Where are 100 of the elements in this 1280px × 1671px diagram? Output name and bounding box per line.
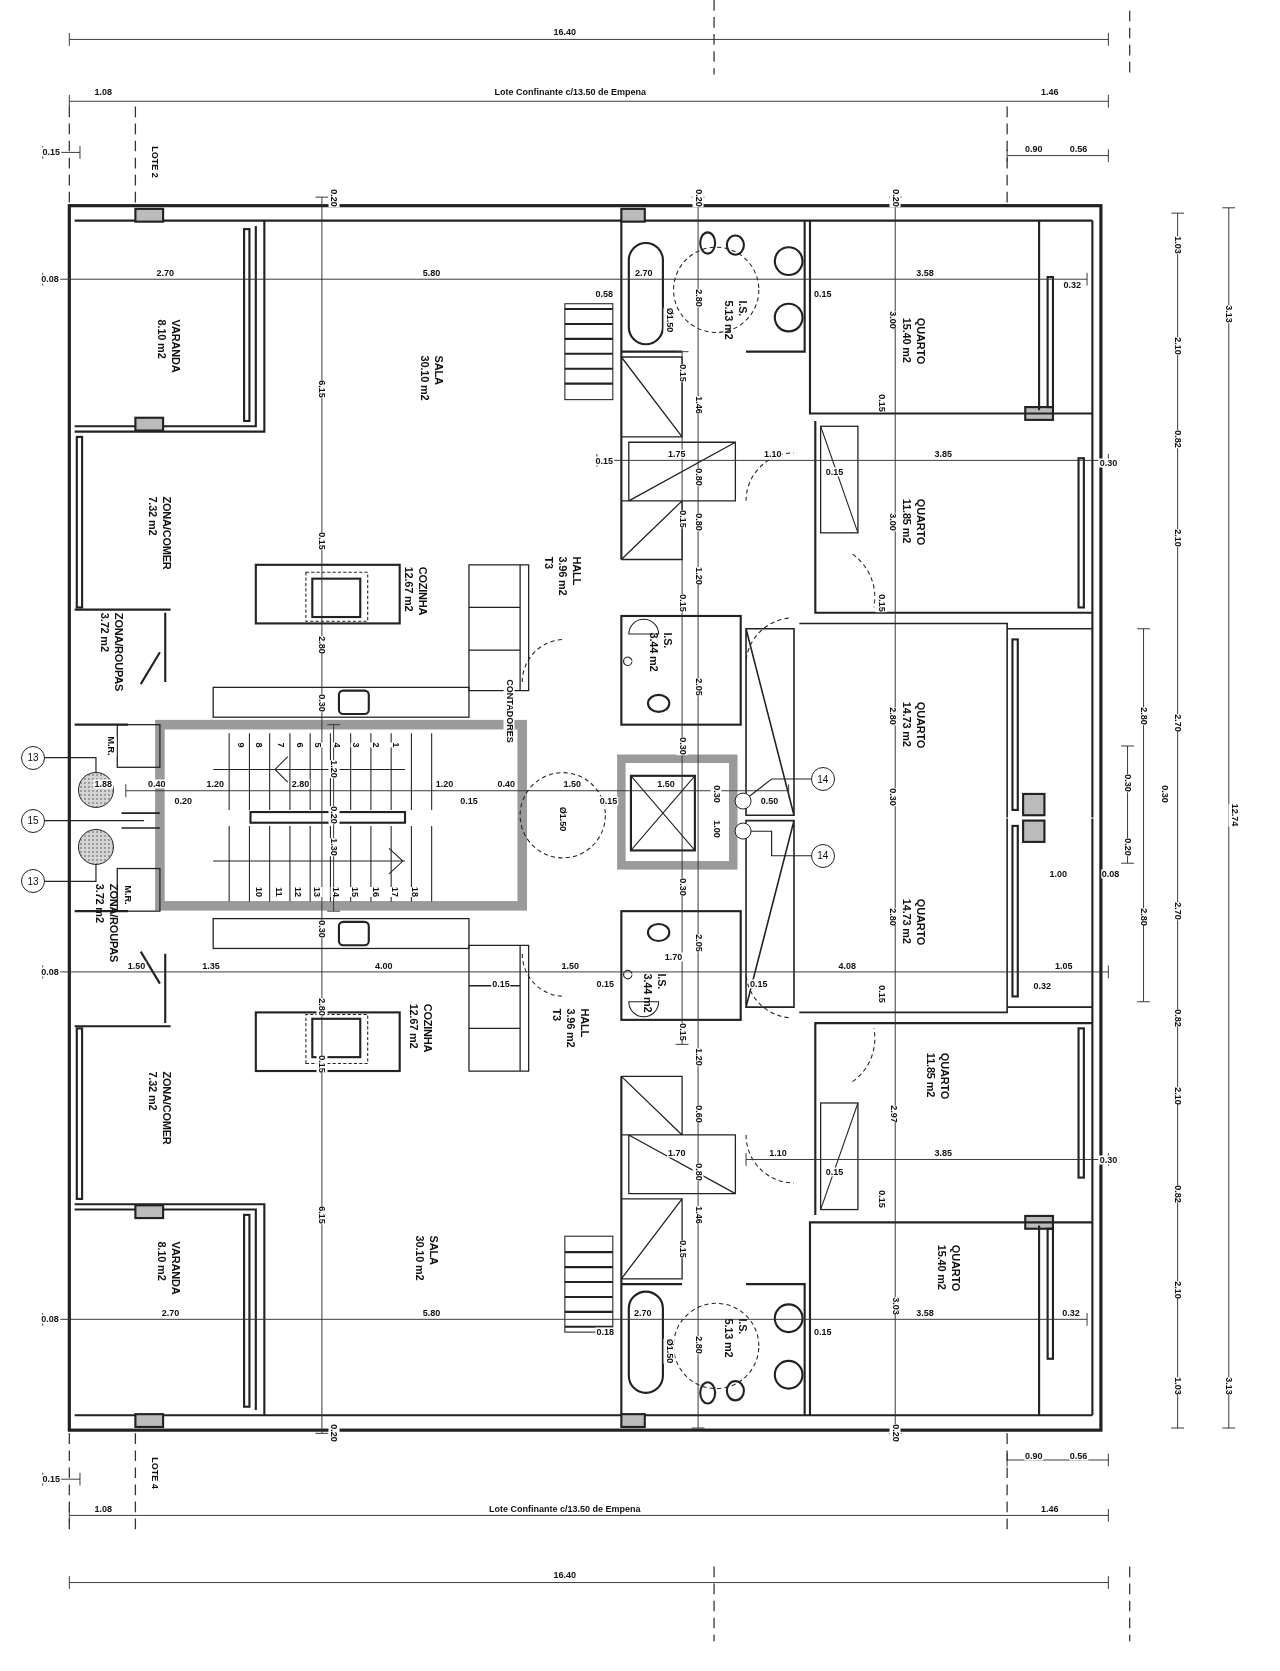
room-label: 7.32 m2: [147, 496, 159, 538]
dimension-label: 1.70: [667, 1148, 687, 1158]
room-label: I.S.: [736, 300, 748, 318]
room-label: 7.32 m2: [147, 1071, 159, 1113]
leader-line: [749, 830, 812, 857]
dimension-label: 0.58: [594, 289, 615, 299]
room-label: I.S.: [655, 973, 667, 992]
dimension-label: 13: [311, 887, 323, 898]
room-label: HALL: [578, 1009, 590, 1040]
tank-symbol: [77, 771, 114, 808]
dimension-label: 1.50: [562, 779, 583, 789]
dimension-label: 2.10: [1172, 337, 1184, 356]
dimension-label: 3.85: [933, 449, 953, 459]
room-label: 12.67 m2: [408, 1004, 420, 1051]
room-label: ZONA/ROUPAS: [113, 613, 125, 692]
dimension-label: M.R.: [122, 885, 134, 905]
room-label: 15.40 m2: [900, 317, 912, 365]
dimension-label: 0.15: [316, 532, 328, 551]
room-label: SALA: [427, 1235, 439, 1267]
dimension-label: 8: [253, 742, 265, 748]
dimension-label: 2.80: [1138, 907, 1150, 926]
room-label: I.S.: [662, 632, 674, 651]
room-label: 3.96 m2: [564, 1009, 576, 1048]
dimension-label: 2.70: [633, 268, 654, 278]
dimension-label: 0.40: [146, 779, 167, 789]
dimension-label: 1.88: [93, 779, 114, 789]
dimension-label: 2: [369, 742, 381, 748]
dimension-label: 1.50: [126, 961, 147, 971]
dimension-label: 0.15: [749, 979, 769, 989]
room-label: ZONA/COMER: [161, 496, 173, 570]
room-label: VARANDA: [169, 1241, 181, 1295]
dimension-label: 6.15: [316, 1206, 328, 1224]
dimension-label: 2.10: [1172, 529, 1184, 547]
dimension-label: 3.58: [915, 1308, 935, 1318]
tank-symbol: [77, 829, 114, 866]
dimension-label: 0.20: [692, 189, 704, 207]
dimension-label: 0.30: [316, 694, 328, 713]
dimension-label: 0.20: [1122, 838, 1134, 857]
room-label: 30.10 m2: [419, 355, 431, 401]
dimension-label: 0.20: [173, 796, 194, 806]
dimension-label: CONTADORES: [503, 679, 515, 743]
dimension-label: 12.74: [1228, 804, 1240, 827]
leader-line: [44, 820, 145, 822]
dimension-label: 3.13: [1223, 1376, 1235, 1395]
room-label: QUARTO: [914, 701, 926, 748]
dimension-label: 0.15: [491, 979, 511, 989]
dimension-label: 17: [388, 887, 400, 898]
room-label: 30.10 m2: [413, 1235, 425, 1281]
dimension-label: 1.30: [328, 838, 340, 857]
dimension-label: 2.10: [1172, 1280, 1184, 1299]
dimension-label: 1.50: [656, 779, 676, 789]
dimension-label: 0.15: [824, 467, 845, 477]
dimension-label: 0.30: [1122, 774, 1134, 793]
dimension-label: 0.82: [1172, 1009, 1184, 1027]
room-label: ZONA/COMER: [161, 1071, 173, 1145]
leader-line: [44, 863, 97, 882]
room-label: 14.73 m2: [900, 898, 912, 945]
dimension-label: 0.15: [824, 1167, 845, 1177]
leader-line: [748, 778, 812, 798]
room-label: COZINHA: [422, 1004, 434, 1053]
dimension-label: 3.85: [933, 1148, 953, 1158]
dimension-label: 0.15: [875, 594, 887, 612]
dimension-label: 0.32: [1032, 981, 1053, 991]
dimension-label: 2.70: [1172, 902, 1184, 920]
room-label: 11.85 m2: [900, 499, 912, 546]
dimension-label: 5.80: [421, 1308, 442, 1318]
dimension-label: 0.15: [459, 796, 479, 806]
room-label: QUARTO: [914, 317, 926, 365]
dimension-label: 15: [349, 887, 361, 898]
dimension-label: 4.00: [373, 961, 394, 971]
dimension-label: 16: [369, 887, 381, 898]
dimension-label: 2.70: [155, 268, 175, 278]
dimension-label: 0.08: [40, 967, 60, 977]
dimension-label: 0.15: [41, 1474, 61, 1484]
dimension-label: 0.18: [595, 1327, 616, 1337]
dimension-label: 0.30: [676, 737, 688, 755]
dimension-label: 2.80: [1138, 707, 1150, 725]
dimension-label: 2.80: [290, 779, 311, 789]
dimension-label: 0.40: [496, 779, 516, 789]
dimension-label: 4.08: [837, 961, 858, 971]
callout-number: 13: [21, 745, 46, 770]
room-label: 3.72 m2: [94, 883, 106, 925]
dimension-label: 2.70: [160, 1308, 181, 1318]
room-label: 11.85 m2: [925, 1053, 937, 1100]
dimension-label: 5.80: [421, 268, 442, 278]
dimension-label: 0.15: [41, 147, 61, 157]
leader-line: [44, 757, 97, 774]
dimension-label: 1.05: [1053, 961, 1074, 971]
dimension-label: 0.20: [328, 1424, 340, 1443]
dimension-label: 0.15: [595, 979, 616, 989]
dimension-label: 1.46: [1040, 87, 1060, 97]
room-label: 3.44 m2: [641, 973, 653, 1013]
dimension-label: 0.30: [1098, 1155, 1119, 1165]
dimension-label: 1.70: [663, 952, 684, 962]
room-label: QUARTO: [914, 898, 926, 945]
dimension-label: 2.10: [1172, 1086, 1184, 1105]
dimension-label: 2.80: [316, 636, 328, 654]
dimension-label: 0.20: [328, 806, 340, 825]
dimension-label: 0.50: [759, 796, 780, 806]
dimension-label: 16.40: [552, 1570, 578, 1580]
